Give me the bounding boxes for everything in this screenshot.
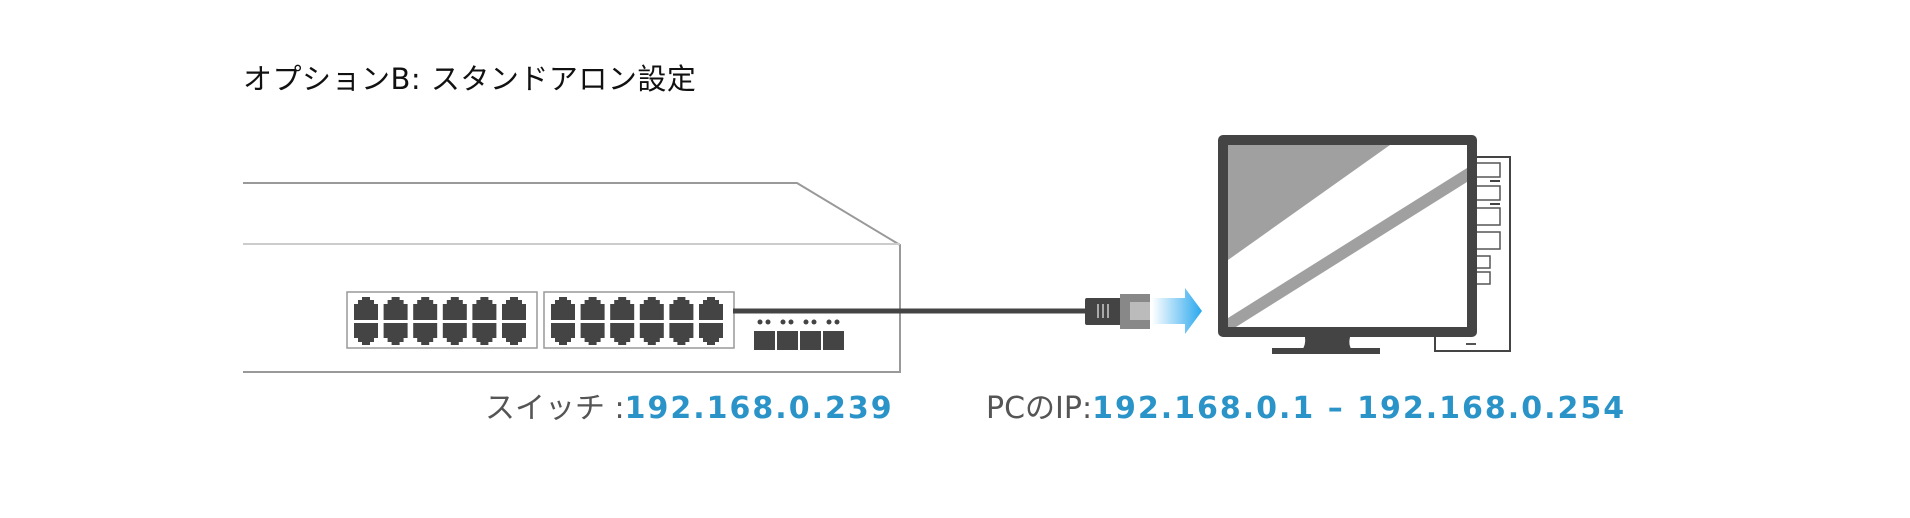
led-indicator bbox=[811, 319, 817, 325]
ethernet-port bbox=[551, 323, 575, 345]
switch-label: スイッチ :192.168.0.239 bbox=[485, 383, 894, 427]
ethernet-port bbox=[502, 323, 526, 345]
ethernet-port bbox=[442, 323, 467, 345]
pc-ip-range: 192.168.0.1 – 192.168.0.254 bbox=[1092, 391, 1627, 426]
led-indicator bbox=[826, 319, 832, 325]
led-indicator bbox=[780, 319, 786, 325]
network-switch bbox=[243, 182, 901, 373]
ethernet-port bbox=[610, 297, 635, 320]
ethernet-port bbox=[639, 297, 664, 320]
ethernet-port bbox=[472, 297, 497, 320]
ethernet-port bbox=[610, 323, 635, 345]
ethernet-port bbox=[502, 297, 526, 320]
ethernet-port bbox=[354, 297, 378, 320]
ethernet-port bbox=[639, 323, 664, 345]
ethernet-port bbox=[699, 323, 723, 345]
ethernet-port bbox=[413, 297, 438, 320]
pc-label: PCのIP:192.168.0.1 – 192.168.0.254 bbox=[986, 383, 1626, 427]
ethernet-port bbox=[580, 323, 605, 345]
ethernet-port bbox=[354, 323, 378, 345]
ethernet-port bbox=[413, 323, 438, 345]
desktop-pc bbox=[1218, 135, 1511, 354]
pc-label-text: PCのIP: bbox=[986, 391, 1093, 426]
switch-label-text: スイッチ : bbox=[485, 391, 625, 426]
ethernet-port bbox=[580, 297, 605, 320]
sfp-port bbox=[800, 331, 821, 350]
switch-ip: 192.168.0.239 bbox=[624, 391, 894, 426]
ethernet-port bbox=[383, 323, 408, 345]
ethernet-cable bbox=[733, 294, 1150, 329]
ethernet-port bbox=[669, 323, 694, 345]
led-indicator bbox=[834, 319, 840, 325]
ethernet-port bbox=[442, 297, 467, 320]
ethernet-port bbox=[383, 297, 408, 320]
sfp-port bbox=[777, 331, 798, 350]
led-indicator bbox=[757, 319, 763, 325]
ethernet-port bbox=[669, 297, 694, 320]
ethernet-port bbox=[699, 297, 723, 320]
sfp-port bbox=[754, 331, 775, 350]
led-indicator bbox=[803, 319, 809, 325]
ethernet-port bbox=[472, 323, 497, 345]
sfp-port bbox=[823, 331, 844, 350]
diagram-title: オプションB: スタンドアロン設定 bbox=[243, 62, 697, 96]
arrow-right-icon bbox=[1152, 288, 1202, 334]
ethernet-port bbox=[551, 297, 575, 320]
led-indicator bbox=[765, 319, 771, 325]
led-indicator bbox=[788, 319, 794, 325]
